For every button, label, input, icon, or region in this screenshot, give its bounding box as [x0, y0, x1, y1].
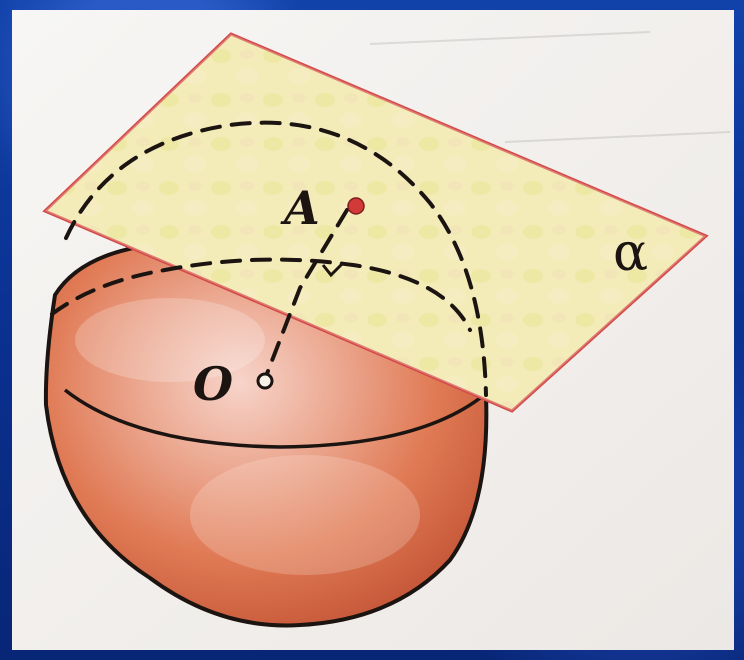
point-a-marker	[347, 197, 365, 215]
radius-line	[261, 208, 349, 386]
hidden-equator-arc	[50, 257, 472, 332]
point-a-label: A	[280, 181, 320, 235]
plane-alpha-label: α	[613, 223, 648, 283]
equator-line	[63, 388, 486, 449]
point-o-marker	[256, 372, 274, 390]
upper-hemisphere-outline	[64, 120, 488, 397]
point-o-label: O	[193, 357, 233, 411]
right-angle-mark	[321, 262, 344, 278]
